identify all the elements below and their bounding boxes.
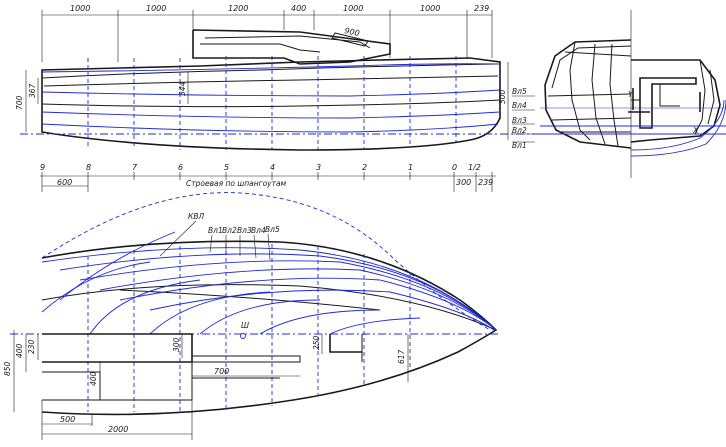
wl-label-2: Вл2: [512, 126, 527, 135]
station-7: 7: [132, 163, 138, 172]
station-caption: Строевая по шпангоутам: [186, 179, 287, 188]
profile-bow-height: 367: [28, 83, 37, 98]
body-plan: Y X: [540, 10, 726, 178]
plan-wl4-label: Вл4: [251, 226, 266, 235]
wl-label-5: Вл5: [512, 87, 527, 96]
wl-label-3: Вл3: [512, 116, 527, 125]
plan-dim-2000: 2000: [108, 425, 128, 434]
plan-dim-250: 250: [312, 335, 321, 350]
station-dim-right-b: 239: [478, 178, 493, 187]
plan-wl3-label: Вл3: [237, 226, 252, 235]
station-3: 3: [316, 163, 321, 172]
plan-kvl-label: КВЛ: [188, 212, 204, 221]
plan-dim-400-inner: 400: [89, 371, 98, 386]
plan-dim-300: 300: [172, 337, 181, 352]
plan-wl1-label: Вл1: [208, 226, 223, 235]
top-dim-3: 1200: [228, 4, 248, 13]
station-4: 4: [270, 163, 275, 172]
station-half: 1/2: [468, 163, 481, 172]
plan-dim-700: 700: [214, 367, 229, 376]
axis-y-label: Y: [628, 90, 634, 99]
station-dim-left: 600: [57, 178, 72, 187]
wl-label-4: Вл4: [512, 101, 527, 110]
plan-dim-617: 617: [397, 349, 406, 364]
station-8: 8: [86, 163, 91, 172]
plan-wl2-label: Вл2: [222, 226, 237, 235]
profile-view: 900 700 367 344 500 Вл5 Вл4 Вл3: [15, 26, 540, 151]
top-dim-2: 1000: [146, 4, 166, 13]
station-9: 9: [40, 163, 45, 172]
plan-dim-230: 230: [27, 339, 36, 354]
plan-mast-label: Ш: [241, 321, 249, 330]
station-2: 2: [362, 163, 367, 172]
profile-left-height: 700: [15, 95, 24, 110]
station-5: 5: [224, 163, 229, 172]
station-1: 1: [408, 163, 413, 172]
wl-label-1: Вл1: [512, 141, 527, 150]
top-dim-4: 400: [291, 4, 306, 13]
top-dimension-chain: 1000 1000 1200 400 1000 1000 239: [41, 4, 493, 62]
top-dim-6: 1000: [420, 4, 440, 13]
plan-dim-500: 500: [60, 415, 75, 424]
plan-dim-850: 850: [3, 361, 12, 376]
station-6: 6: [178, 163, 183, 172]
axis-x-label: X: [692, 126, 699, 135]
plan-view: КВЛ Вл1 Вл2 Вл3 Вл4 Вл5 Ш 850 400 230 30…: [3, 192, 500, 440]
station-dim-right-a: 300: [456, 178, 471, 187]
plan-wl5-label: Вл5: [265, 225, 280, 234]
station-scale: 9 8 7 6 5 4 3 2 1 0 1/2 600 300 239 Стро…: [40, 163, 496, 192]
top-dim-7: 239: [474, 4, 489, 13]
plan-dim-400-left: 400: [15, 343, 24, 358]
top-dim-1: 1000: [70, 4, 90, 13]
top-dim-5: 1000: [343, 4, 363, 13]
cabin-dim: 900: [344, 26, 361, 38]
profile-stern-height: 500: [498, 89, 507, 104]
profile-mid-height: 344: [178, 81, 187, 96]
station-0: 0: [452, 163, 457, 172]
